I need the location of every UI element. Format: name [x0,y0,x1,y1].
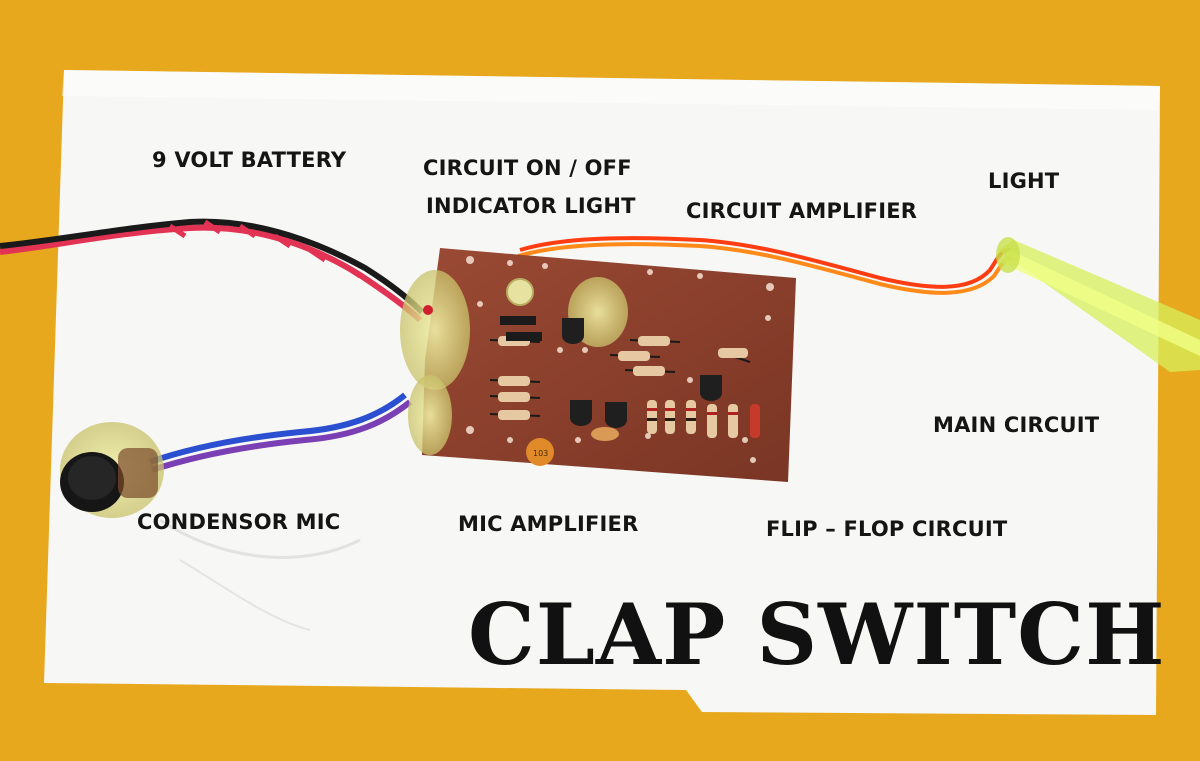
condenser-mic [60,422,164,518]
mic-wires [149,392,412,473]
clap-switch-title: CLAP SWITCH [468,585,1166,684]
light-wires [517,236,1015,295]
light-tube [996,237,1200,372]
capacitor-marking: 103 [533,449,548,458]
indicator-label-line2: INDICATOR LIGHT [426,194,636,218]
condensor-mic-label: CONDENSOR MIC [137,510,341,534]
battery-label: 9 VOLT BATTERY [152,148,347,172]
indicator-label-line1: CIRCUIT ON / OFF [423,156,632,180]
mic-amplifier-label: MIC AMPLIFIER [458,512,639,536]
flip-flop-label: FLIP – FLOP CIRCUIT [766,517,1008,541]
light-label: LIGHT [988,169,1060,193]
main-circuit-label: MAIN CIRCUIT [933,413,1100,437]
circuit-board [400,248,796,482]
battery-wires [0,218,425,323]
circuit-amplifier-label: CIRCUIT AMPLIFIER [686,199,918,223]
